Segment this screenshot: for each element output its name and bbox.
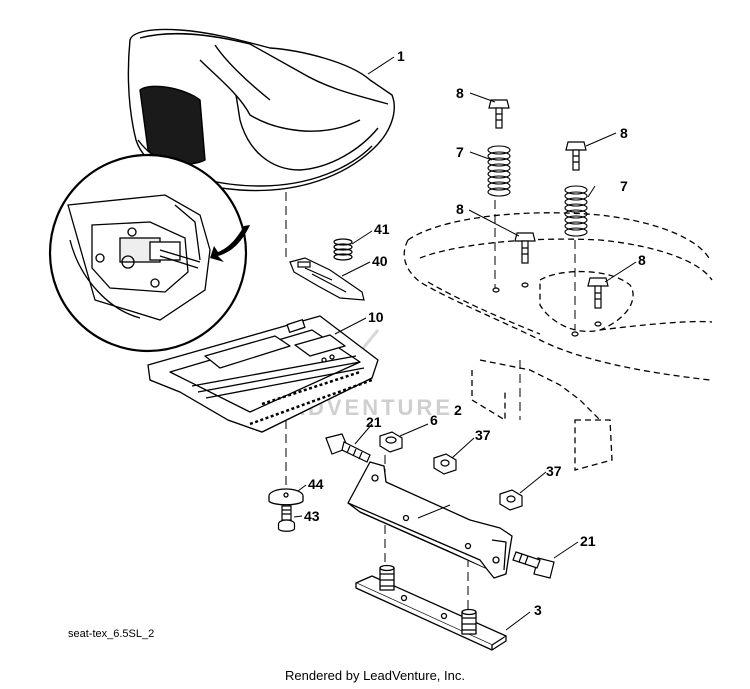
spring-41 — [333, 238, 353, 261]
callout-bolt-top-right: 8 — [620, 125, 628, 141]
callout-labels: 1 2 3 6 7 7 8 8 8 8 10 21 21 37 37 40 41… — [304, 48, 646, 618]
seat-bracket — [347, 461, 513, 579]
inset-arrow — [210, 225, 250, 262]
callout-bolt-mid-right: 8 — [638, 252, 646, 268]
callout-spring-41: 41 — [374, 221, 390, 237]
tractor-frame — [403, 212, 713, 471]
render-credit: Rendered by LeadVenture, Inc. — [285, 668, 465, 683]
nut-6 — [379, 431, 403, 453]
bolt-8-top-left — [488, 99, 510, 129]
nut-37-bottom — [499, 489, 523, 511]
callout-seat: 1 — [397, 48, 405, 64]
diagram-code: seat-tex_6.5SL_2 — [68, 628, 155, 640]
callout-bolt-21-top: 21 — [366, 414, 382, 430]
callout-bumper-44: 44 — [308, 476, 324, 492]
callout-bolt-mid-left: 8 — [456, 201, 464, 217]
spring-7-right — [564, 185, 588, 237]
callout-spring-left: 7 — [456, 144, 464, 160]
callout-nut-37-bottom: 37 — [546, 463, 562, 479]
callout-seat-pan: 10 — [368, 309, 384, 325]
callout-nut-37-top: 37 — [475, 427, 491, 443]
bolt-8-top-right — [565, 141, 587, 171]
callout-spring-right: 7 — [620, 178, 628, 194]
bumper-44 — [268, 488, 304, 506]
bolt-21-bottom — [512, 551, 555, 579]
callout-screw-43: 43 — [304, 508, 320, 524]
leader-lines — [293, 56, 637, 631]
screw-43 — [277, 505, 296, 532]
bolt-8-mid-right — [571, 277, 609, 337]
callout-nut-6: 6 — [430, 412, 438, 428]
callout-clip-40: 40 — [372, 253, 388, 269]
callout-mounting-plate: 3 — [534, 602, 542, 618]
clip-40 — [289, 257, 365, 301]
mounting-plate — [355, 564, 507, 651]
callout-seat-bracket: 2 — [454, 402, 462, 418]
callout-bolt-21-bottom: 21 — [580, 533, 596, 549]
spring-7-left — [487, 145, 511, 197]
nut-37-top — [433, 453, 457, 475]
bolt-21-top — [325, 433, 371, 463]
detail-inset — [48, 153, 250, 353]
bolt-8-mid-left — [492, 232, 536, 293]
seat-pan — [147, 315, 379, 433]
callout-bolt-top-left: 8 — [456, 85, 464, 101]
